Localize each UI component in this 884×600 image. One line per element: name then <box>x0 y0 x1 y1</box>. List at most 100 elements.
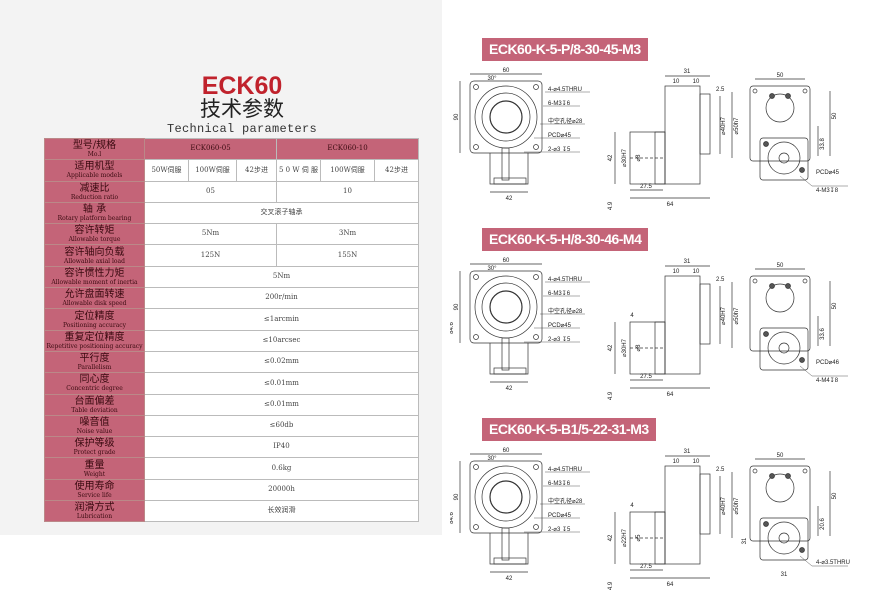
label-cn: 润滑方式 <box>74 502 115 514</box>
dimension-label: 64 <box>667 582 674 588</box>
table-cell: ≤0.01mm <box>144 393 419 416</box>
dimension-label: 4-⌀4.5THRU <box>548 467 582 473</box>
table-cell: IP40 <box>144 436 419 459</box>
dimension-label: 50 <box>832 302 838 309</box>
dimension-label: 60 <box>503 448 510 454</box>
dimension-label: ⌀50h7 <box>734 307 740 325</box>
label-cn: 容许惯性力矩 <box>64 267 125 279</box>
dimension-label: 10 <box>673 459 680 465</box>
dimension-label: 60 <box>503 68 510 74</box>
dimension-label: 4-⌀4.5THRU <box>548 277 582 283</box>
dimension-label: 42 <box>608 534 614 541</box>
label-en: Rotary platform bearing <box>57 215 132 223</box>
table-cell: ≤60db <box>144 414 419 438</box>
label-en: Service life <box>77 491 112 499</box>
label-en: Table deviation <box>71 406 118 414</box>
label-cn: 容许轴向负载 <box>64 246 125 258</box>
dimension-label: 50 <box>777 453 784 459</box>
dimension-label: ⌀40H7 <box>721 496 727 515</box>
label-en: Weight <box>83 470 106 478</box>
dimension-label: 2-⌀3 ↧5 <box>548 146 571 153</box>
dimension-label: ⌀50h7 <box>734 497 740 515</box>
label-en: Noise value <box>76 428 113 435</box>
dimension-label: 90 <box>454 113 460 120</box>
dimension-label: 90 <box>454 303 460 310</box>
label-cn: 重量 <box>84 459 105 471</box>
dimension-label: PCD⌀45 <box>548 513 572 519</box>
label-cn: 适用机型 <box>74 161 115 173</box>
dimension-label: PCD⌀45 <box>548 323 572 329</box>
dimension-label: 4-M3↧8 <box>816 187 839 194</box>
label-cn: 同心度 <box>79 374 110 386</box>
label-en: Lubrication <box>76 513 113 521</box>
label-en: Protect grade <box>73 449 116 457</box>
dimension-label: ⌀8 <box>636 154 642 162</box>
dimension-label: 10 <box>693 459 700 465</box>
dimension-label: 6-M3↧6 <box>548 100 571 107</box>
model-title: ECK60 <box>201 72 283 100</box>
dimension-label: 4.9 <box>608 391 614 400</box>
dimension-label: 4 <box>630 313 634 319</box>
dimension-label: 84.6 <box>450 512 455 524</box>
dimension-label: 20.6 <box>820 518 826 530</box>
label-cn: 保护等级 <box>74 438 115 450</box>
dimension-label: 30° <box>487 456 497 462</box>
label-en: Applicable models <box>66 172 123 180</box>
table-cell: 155N <box>276 244 419 267</box>
label-cn: 台面偏差 <box>74 395 115 407</box>
title-en: Technical parameters <box>166 122 318 136</box>
dimension-label: 42 <box>506 386 513 392</box>
label-en: Allowable axial load <box>64 257 125 265</box>
dimension-label: 31 <box>684 69 691 75</box>
model-col-05: ECK060-05 <box>144 137 277 161</box>
dimension-label: ⌀30H7 <box>622 148 628 167</box>
table-cell: 5Nm <box>144 265 419 289</box>
dimension-label: 10 <box>693 79 700 85</box>
label-cn: 使用寿命 <box>74 480 115 492</box>
label-en: Concentric degree <box>66 385 123 393</box>
dimension-label: 2.5 <box>716 87 725 93</box>
table-cell: 42步进 <box>236 159 277 182</box>
label-en: Reduction ratio <box>70 193 119 201</box>
label-cn: 型号/规格 <box>72 140 117 152</box>
dimension-label: 4-⌀4.5THRU <box>548 87 582 93</box>
front-view <box>459 453 590 573</box>
dimension-label: PCD⌀46 <box>816 360 840 366</box>
dimension-label: 50 <box>777 263 784 269</box>
table-cell: ≤0.01mm <box>144 372 419 395</box>
dimension-label: 4.9 <box>608 581 614 590</box>
dimension-label: 60 <box>503 258 510 264</box>
drawing-title: ECK60-K-5-B1/5-22-31-M3 <box>482 418 656 441</box>
dimension-label: 10 <box>673 269 680 275</box>
table-cell: 100W伺服 <box>188 159 237 182</box>
dimension-label: 84.6 <box>450 322 455 334</box>
front-view <box>459 73 590 193</box>
dimension-label: 90 <box>454 493 460 500</box>
dimension-label: ⌀5 <box>636 534 642 542</box>
table-cell: ≤0.02mm <box>144 350 419 374</box>
rear-view <box>749 268 848 377</box>
